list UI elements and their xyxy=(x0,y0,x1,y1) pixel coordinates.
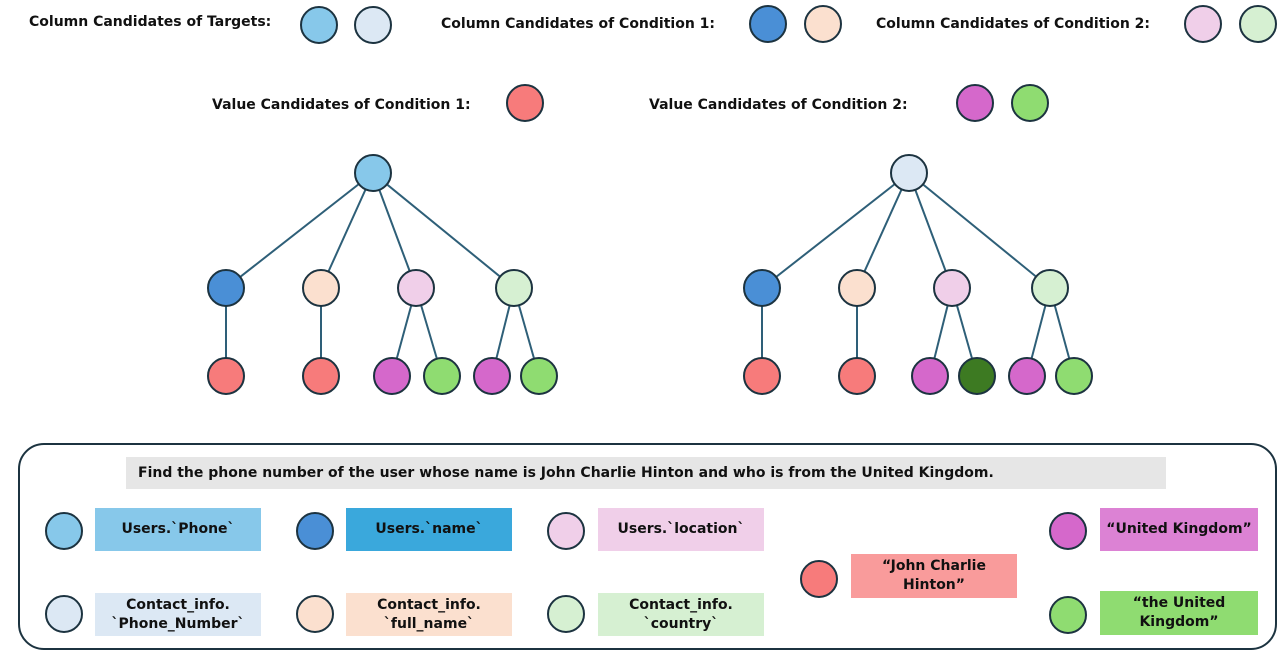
contact-full-name-tag: Contact_info. `full_name` xyxy=(346,593,512,636)
john-node xyxy=(800,560,838,598)
users-location-node xyxy=(547,512,585,550)
right-root-node xyxy=(890,154,928,192)
left-cond2-value-b1 xyxy=(473,357,511,395)
tree-right xyxy=(761,172,1075,377)
cond2-value-1-node xyxy=(956,84,994,122)
cond1-value-legend-label: Value Candidates of Condition 1: xyxy=(212,97,471,113)
right-cond2-col1-node xyxy=(933,269,971,307)
left-cond2-value-a2 xyxy=(423,357,461,395)
cond2-value-2-node xyxy=(1011,84,1049,122)
cond1-col-1-node xyxy=(749,5,787,43)
right-cond1-col2-node xyxy=(838,269,876,307)
contact-phone-tag-text: Contact_info. `Phone_Number` xyxy=(111,596,245,632)
right-cond2-value-b2 xyxy=(1055,357,1093,395)
candidate-trees xyxy=(207,154,1093,395)
users-name-tag: Users.`name` xyxy=(346,508,512,551)
the-united-kingdom-tag-text: “the United Kingdom” xyxy=(1132,595,1226,630)
users-name-node xyxy=(296,512,334,550)
left-cond1-value-b xyxy=(302,357,340,395)
john-tag: “John Charlie Hinton” xyxy=(851,554,1017,598)
contact-full-name-tag-text: Contact_info. `full_name` xyxy=(377,596,481,632)
users-location-tag: Users.`location` xyxy=(598,508,764,551)
tree-left xyxy=(225,172,540,377)
target-1-node xyxy=(300,6,338,44)
target-2-node xyxy=(354,6,392,44)
contact-phone-node xyxy=(45,595,83,633)
left-cond2-col2-node xyxy=(495,269,533,307)
right-cond2-value-a1 xyxy=(911,357,949,395)
right-cond2-value-b1 xyxy=(1008,357,1046,395)
contact-country-tag: Contact_info. `country` xyxy=(598,593,764,636)
mapping-panel xyxy=(18,443,1277,650)
contact-country-node xyxy=(547,595,585,633)
cond1-col-2-node xyxy=(804,5,842,43)
contact-full-name-node xyxy=(296,595,334,633)
users-phone-node xyxy=(45,512,83,550)
contact-phone-tag: Contact_info. `Phone_Number` xyxy=(95,593,261,636)
the-united-kingdom-node xyxy=(1049,596,1087,634)
left-cond1-col2-node xyxy=(302,269,340,307)
right-cond1-value-b xyxy=(838,357,876,395)
targets-legend-label: Column Candidates of Targets: xyxy=(29,14,272,30)
left-cond1-value-a xyxy=(207,357,245,395)
right-cond1-value-a xyxy=(743,357,781,395)
right-cond2-value-a2-selected xyxy=(958,357,996,395)
cond1-legend-label: Column Candidates of Condition 1: xyxy=(441,16,716,32)
left-cond1-col1-node xyxy=(207,269,245,307)
left-root-node xyxy=(354,154,392,192)
left-cond2-col1-node xyxy=(397,269,435,307)
left-cond2-value-b2 xyxy=(520,357,558,395)
cond1-value-node xyxy=(506,84,544,122)
users-phone-tag: Users.`Phone` xyxy=(95,508,261,551)
john-tag-text: “John Charlie Hinton” xyxy=(882,558,986,593)
cond2-legend-label: Column Candidates of Condition 2: xyxy=(876,16,1151,32)
cond2-col-1-node xyxy=(1184,5,1222,43)
cond2-col-2-node xyxy=(1239,5,1277,43)
right-cond1-col1-node xyxy=(743,269,781,307)
cond2-value-legend-label: Value Candidates of Condition 2: xyxy=(649,97,908,113)
left-cond2-value-a1 xyxy=(373,357,411,395)
right-cond2-col2-node xyxy=(1031,269,1069,307)
united-kingdom-tag: “United Kingdom” xyxy=(1100,508,1258,551)
the-united-kingdom-tag: “the United Kingdom” xyxy=(1100,591,1258,635)
question-text: Find the phone number of the user whose … xyxy=(126,457,1166,489)
united-kingdom-node xyxy=(1049,512,1087,550)
contact-country-tag-text: Contact_info. `country` xyxy=(629,596,733,632)
